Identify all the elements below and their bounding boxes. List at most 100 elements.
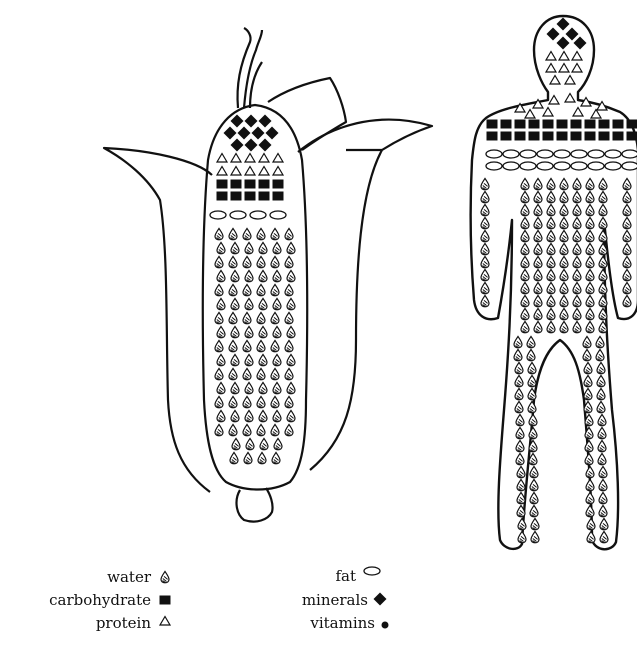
water-drop-icon xyxy=(217,271,225,282)
water-drop-icon xyxy=(547,179,555,190)
water-drop-icon xyxy=(584,389,592,400)
water-drop-icon xyxy=(573,231,581,242)
water-drop-icon xyxy=(257,229,265,240)
water-drop-icon xyxy=(259,383,267,394)
carbohydrate-mark xyxy=(501,132,512,141)
water-drop-icon xyxy=(623,179,631,190)
fat-mark xyxy=(571,162,587,170)
water-drop-icon xyxy=(534,257,542,268)
water-drop-icon xyxy=(623,270,631,281)
water-drop-icon xyxy=(600,519,608,530)
water-drop-icon xyxy=(599,493,607,504)
water-drop-icon xyxy=(260,439,268,450)
water-drop-icon xyxy=(217,299,225,310)
water-drop-icon xyxy=(586,192,594,203)
carbohydrate-mark xyxy=(571,120,582,129)
fat-mark xyxy=(537,162,553,170)
water-drop-icon xyxy=(257,313,265,324)
water-drop-icon xyxy=(285,257,293,268)
water-drop-icon xyxy=(623,218,631,229)
water-drop-icon xyxy=(215,257,223,268)
water-drop-icon xyxy=(231,327,239,338)
corn-silk xyxy=(250,62,262,108)
water-drop-icon xyxy=(521,270,529,281)
water-drop-icon xyxy=(596,337,604,348)
water-drop-icon xyxy=(516,415,524,426)
water-drop-icon xyxy=(244,453,252,464)
water-drop-icon xyxy=(273,383,281,394)
water-drop-icon xyxy=(573,205,581,216)
water-drop-icon xyxy=(599,506,607,517)
diamond-icon xyxy=(372,591,388,607)
water-drop-icon xyxy=(243,285,251,296)
water-drop-icon xyxy=(215,369,223,380)
water-drop-icon xyxy=(481,283,489,294)
water-drop-icon xyxy=(586,309,594,320)
water-drop-icon xyxy=(229,397,237,408)
water-drop-icon xyxy=(229,257,237,268)
water-drop-icon xyxy=(586,231,594,242)
water-drop-icon xyxy=(584,363,592,374)
water-drop-icon xyxy=(599,218,607,229)
water-drop-icon xyxy=(586,283,594,294)
water-drop-icon xyxy=(521,283,529,294)
water-drop-icon xyxy=(258,453,266,464)
fat-mark xyxy=(486,162,502,170)
water-drop-icon xyxy=(272,453,280,464)
water-drop-icon xyxy=(598,441,606,452)
legend-label-water: water xyxy=(107,568,151,586)
water-drop-icon xyxy=(583,337,591,348)
water-drop-icon xyxy=(287,271,295,282)
corn-silk xyxy=(238,28,251,108)
water-drop-icon xyxy=(560,257,568,268)
water-drop-icon xyxy=(515,402,523,413)
water-drop-icon xyxy=(598,454,606,465)
water-drop-icon xyxy=(534,270,542,281)
carbohydrate-mark xyxy=(487,132,498,141)
water-drop-icon xyxy=(596,350,604,361)
fat-mark xyxy=(588,150,604,158)
fat-mark xyxy=(537,150,553,158)
fat-mark xyxy=(503,150,519,158)
carbohydrate-mark xyxy=(557,132,568,141)
water-drop-icon xyxy=(586,296,594,307)
human-fat xyxy=(486,150,637,170)
water-drop-icon xyxy=(599,257,607,268)
water-drop-icon xyxy=(229,341,237,352)
water-drop-icon xyxy=(243,397,251,408)
water-drop-icon xyxy=(599,467,607,478)
fat-mark xyxy=(605,162,621,170)
legend-label-fat: fat xyxy=(335,567,356,585)
water-drop-icon xyxy=(529,428,537,439)
water-drop-icon xyxy=(259,299,267,310)
water-drop-icon xyxy=(257,369,265,380)
water-drop-icon xyxy=(229,285,237,296)
water-drop-icon xyxy=(215,425,223,436)
water-drop-icon xyxy=(521,218,529,229)
water-drop-icon xyxy=(530,480,538,491)
water-drop-icon xyxy=(481,192,489,203)
corn-minerals xyxy=(224,115,279,152)
water-drop-icon xyxy=(271,397,279,408)
carbohydrate-mark xyxy=(627,132,637,141)
water-drop-icon xyxy=(232,439,240,450)
water-drop-icon xyxy=(623,244,631,255)
water-drop-icon xyxy=(245,243,253,254)
water-drop-icon xyxy=(521,192,529,203)
water-drop-icon xyxy=(517,493,525,504)
water-drop-icon xyxy=(530,467,538,478)
water-drop-icon xyxy=(517,467,525,478)
water-drop-icon xyxy=(273,271,281,282)
water-drop-icon xyxy=(586,467,594,478)
carbohydrate-mark xyxy=(599,120,610,129)
corn-husk-left xyxy=(104,148,212,492)
water-drop-icon xyxy=(623,192,631,203)
water-drop-icon xyxy=(586,480,594,491)
water-drop-icon xyxy=(560,309,568,320)
water-drop-icon xyxy=(285,341,293,352)
water-drop-icon xyxy=(243,341,251,352)
water-drop-icon xyxy=(287,243,295,254)
water-drop-icon xyxy=(521,257,529,268)
water-drop-icon xyxy=(157,569,173,585)
water-drop-icon xyxy=(273,355,281,366)
